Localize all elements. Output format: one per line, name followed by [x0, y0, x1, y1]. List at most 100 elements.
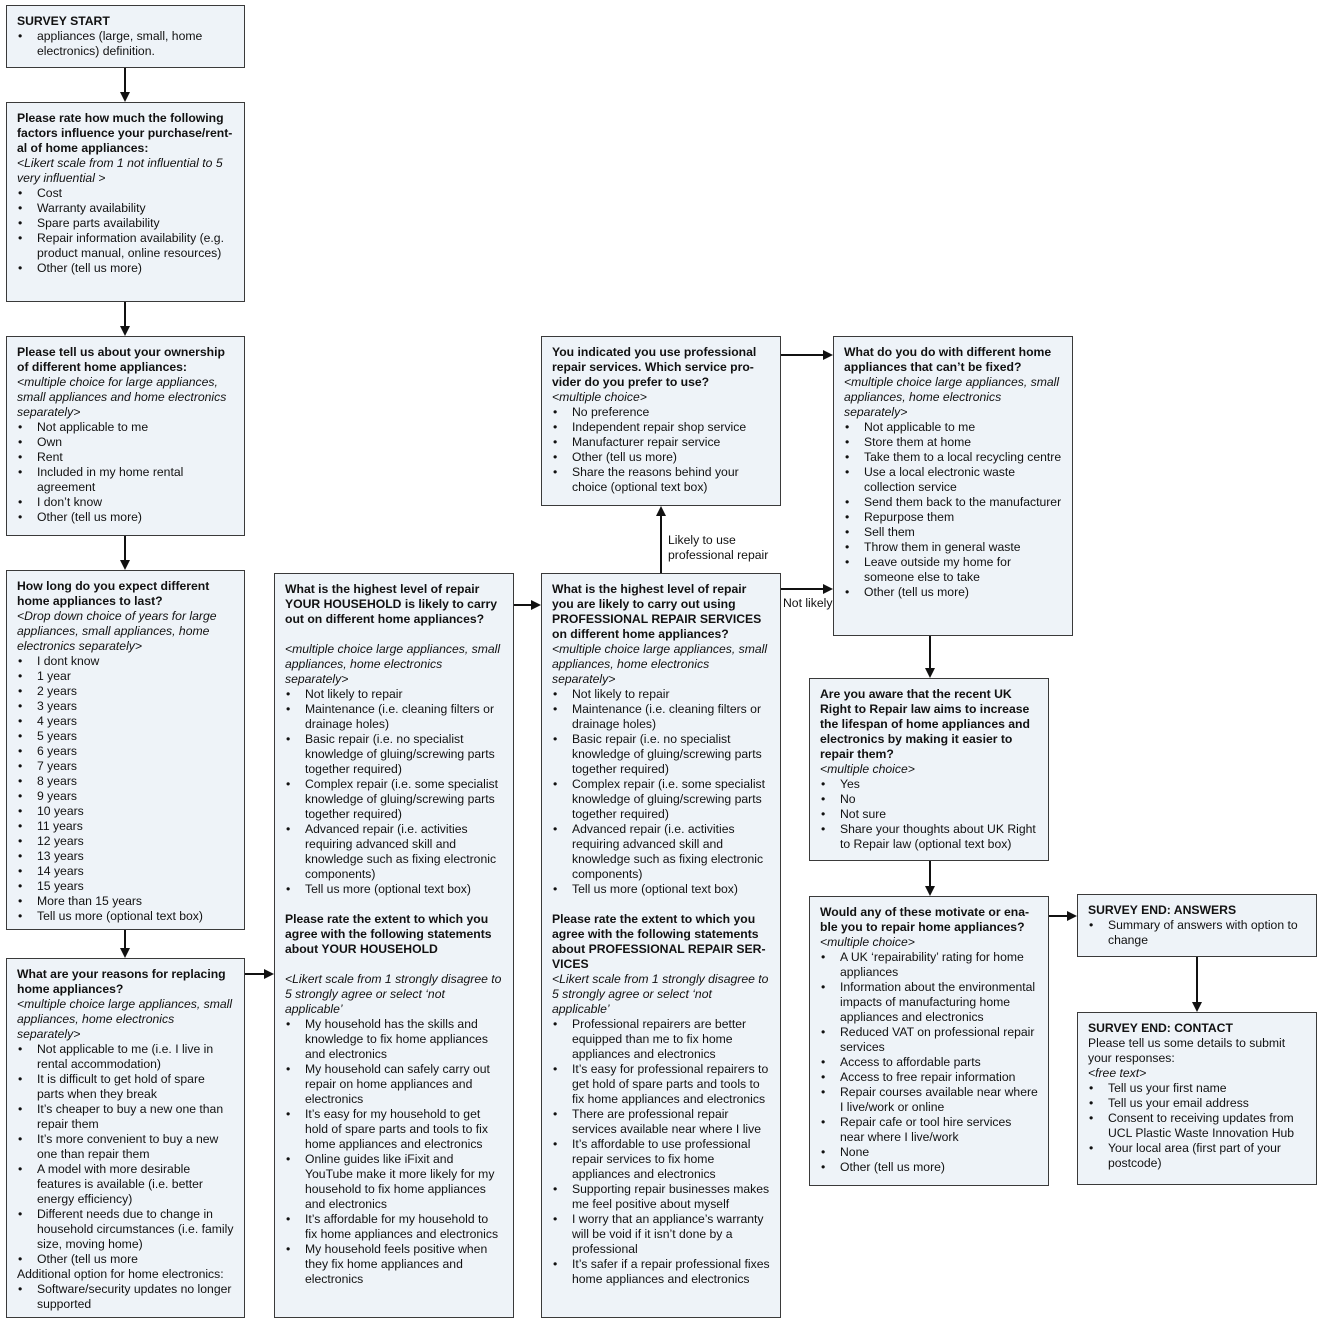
- household-box: What is the highest level of repair YOUR…: [274, 573, 514, 1318]
- list-item: It is difficult to get hold of spare par…: [17, 1072, 234, 1102]
- list-item: Throw them in general waste: [844, 540, 1062, 555]
- list-item: 12 years: [17, 834, 234, 849]
- list-item: Spare parts availability: [17, 216, 234, 231]
- list-item: 3 years: [17, 699, 234, 714]
- law-list: YesNoNot sureShare your thoughts about U…: [820, 777, 1038, 852]
- list-item: Maintenance (i.e. cleaning filters or dr…: [552, 702, 770, 732]
- box-title: How long do you expect different home ap…: [17, 579, 210, 608]
- list-item: Access to free repair information: [820, 1070, 1038, 1085]
- list-item: Manufacturer repair service: [552, 435, 770, 450]
- box-title: Please rate how much the following facto…: [17, 111, 233, 155]
- list-item: Tell us more (optional text box): [285, 882, 503, 897]
- list-item: Tell us your email address: [1088, 1096, 1306, 1111]
- box-title: Please tell us about your ownership of d…: [17, 345, 225, 374]
- law-box: Are you aware that the recent UK Right t…: [809, 678, 1049, 861]
- list-item: 2 years: [17, 684, 234, 699]
- household-list-2: My household has the skills and knowledg…: [285, 1017, 503, 1287]
- box-title: SURVEY END: CONTACT: [1088, 1021, 1233, 1035]
- list-item: Not likely to repair: [552, 687, 770, 702]
- end-answers-box: SURVEY END: ANSWERS Summary of answers w…: [1077, 894, 1317, 957]
- list-item: Information about the environmental impa…: [820, 980, 1038, 1025]
- list-item: Send them back to the manufacturer: [844, 495, 1062, 510]
- household-list: Not likely to repairMaintenance (i.e. cl…: [285, 687, 503, 897]
- box-note: <multiple choice large appliances, small…: [285, 642, 501, 686]
- professional-list: Not likely to repairMaintenance (i.e. cl…: [552, 687, 770, 897]
- list-item: It’s affordable to use professional repa…: [552, 1137, 770, 1182]
- list-item: Complex repair (i.e. some specialist kno…: [552, 777, 770, 822]
- list-item: I don’t know: [17, 495, 234, 510]
- box-note: <multiple choice large appliances, small…: [17, 997, 233, 1041]
- list-item: More than 15 years: [17, 894, 234, 909]
- box-title: SURVEY END: ANSWERS: [1088, 903, 1237, 917]
- list-item: Repair courses available near where I li…: [820, 1085, 1038, 1115]
- list-item: Tell us more (optional text box): [552, 882, 770, 897]
- list-item: Other (tell us more: [17, 1252, 234, 1267]
- box-title: What are your reasons for replacing home…: [17, 967, 226, 996]
- box-note: <multiple choice for large appliances, s…: [17, 375, 227, 419]
- list-item: My household has the skills and knowledg…: [285, 1017, 503, 1062]
- list-item: It’s more convenient to buy a new one th…: [17, 1132, 234, 1162]
- list-item: Different needs due to change in househo…: [17, 1207, 234, 1252]
- list-item: My household can safely carry out repair…: [285, 1062, 503, 1107]
- end-contact-box: SURVEY END: CONTACT Please tell us some …: [1077, 1012, 1317, 1185]
- list-item: Software/security updates no longer supp…: [17, 1282, 234, 1312]
- list-item: Other (tell us more): [820, 1160, 1038, 1175]
- list-item: Professional repairers are better equipp…: [552, 1017, 770, 1062]
- list-item: Not sure: [820, 807, 1038, 822]
- list-item: Advanced repair (i.e. activities requiri…: [552, 822, 770, 882]
- list-item: Repair cafe or tool hire services near w…: [820, 1115, 1038, 1145]
- list-item: Own: [17, 435, 234, 450]
- list-item: appliances (large, small, home electroni…: [17, 29, 234, 59]
- list-item: 1 year: [17, 669, 234, 684]
- ownership-list: Not applicable to meOwnRentIncluded in m…: [17, 420, 234, 525]
- list-item: 4 years: [17, 714, 234, 729]
- list-item: I worry that an appliance’s warranty wil…: [552, 1212, 770, 1257]
- list-item: Not likely to repair: [285, 687, 503, 702]
- list-item: Consent to receiving updates from UCL Pl…: [1088, 1111, 1306, 1141]
- list-item: Repurpose them: [844, 510, 1062, 525]
- replacing-extra-list: Software/security updates no longer supp…: [17, 1282, 234, 1312]
- list-item: Store them at home: [844, 435, 1062, 450]
- list-item: 15 years: [17, 879, 234, 894]
- list-item: Other (tell us more): [17, 261, 234, 276]
- list-item: A model with more desirable features is …: [17, 1162, 234, 1207]
- list-item: Other (tell us more): [17, 510, 234, 525]
- list-item: A UK ‘repairability’ rating for home app…: [820, 950, 1038, 980]
- ownership-box: Please tell us about your ownership of d…: [6, 336, 245, 536]
- list-item: Tell us more (optional text box): [17, 909, 234, 924]
- list-item: 9 years: [17, 789, 234, 804]
- list-item: Basic repair (i.e. no specialist knowled…: [552, 732, 770, 777]
- professional-box: What is the highest level of repair you …: [541, 573, 781, 1318]
- list-item: 5 years: [17, 729, 234, 744]
- start-list: appliances (large, small, home electroni…: [17, 29, 234, 59]
- list-item: Share your thoughts about UK Right to Re…: [820, 822, 1038, 852]
- list-item: Sell them: [844, 525, 1062, 540]
- list-item: It’s easy for professional repairers to …: [552, 1062, 770, 1107]
- box-note-2: <Likert scale from 1 strongly disagree t…: [552, 972, 769, 1016]
- list-item: Your local area (first part of your post…: [1088, 1141, 1306, 1171]
- list-item: No: [820, 792, 1038, 807]
- replacing-list: Not applicable to me (i.e. I live in ren…: [17, 1042, 234, 1267]
- likely-professional-label: Likely to use professional repair: [668, 533, 778, 563]
- list-item: It’s safer if a repair professional fixe…: [552, 1257, 770, 1287]
- box-text: Please tell us some details to submit yo…: [1088, 1036, 1286, 1065]
- box-title: What do you do with different home appli…: [844, 345, 1052, 374]
- list-item: Use a local electronic waste collection …: [844, 465, 1062, 495]
- motivate-list: A UK ‘repairability’ rating for home app…: [820, 950, 1038, 1175]
- list-item: Supporting repair businesses makes me fe…: [552, 1182, 770, 1212]
- list-item: There are professional repair services a…: [552, 1107, 770, 1137]
- list-item: 6 years: [17, 744, 234, 759]
- box-title: What is the highest level of repair YOUR…: [285, 582, 497, 626]
- survey-start-box: SURVEY START appliances (large, small, h…: [6, 5, 245, 68]
- list-item: Not applicable to me (i.e. I live in ren…: [17, 1042, 234, 1072]
- list-item: 11 years: [17, 819, 234, 834]
- box-note: <multiple choice large appliances, small…: [552, 642, 768, 686]
- list-item: It’s affordable for my household to fix …: [285, 1212, 503, 1242]
- box-extra: Additional option for home electronics:: [17, 1267, 224, 1281]
- list-item: It’s cheaper to buy a new one than repai…: [17, 1102, 234, 1132]
- list-item: No preference: [552, 405, 770, 420]
- list-item: None: [820, 1145, 1038, 1160]
- list-item: Not applicable to me: [17, 420, 234, 435]
- provider-box: You indicated you use professional repai…: [541, 336, 781, 506]
- list-item: Access to affordable parts: [820, 1055, 1038, 1070]
